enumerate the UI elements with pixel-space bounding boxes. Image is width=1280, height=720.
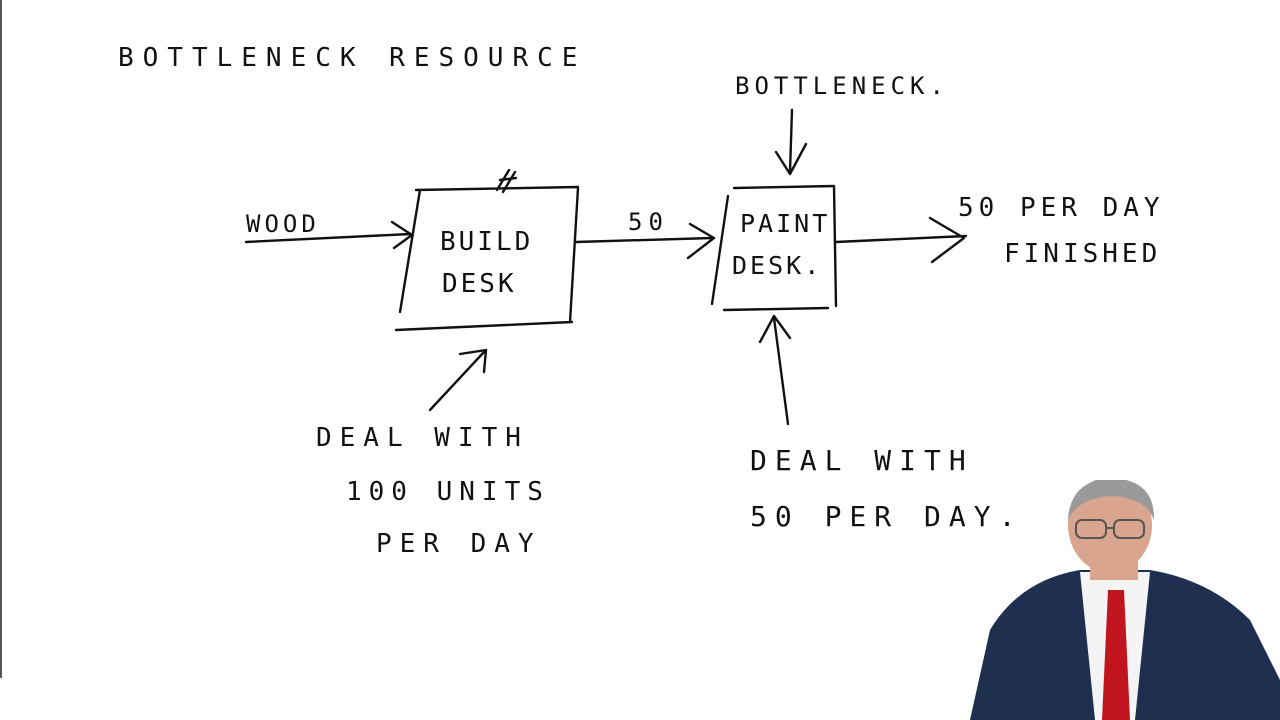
build-note-line2: 100 UNITS	[346, 477, 550, 507]
wood-label: WOOD	[246, 210, 320, 238]
build-note-line3: PER DAY	[376, 529, 542, 559]
paint-note-line1: DEAL WITH	[750, 444, 974, 477]
paint-note-arrow	[758, 314, 792, 426]
bottleneck-arrow	[774, 108, 808, 176]
paint-note-line2: 50 PER DAY.	[750, 500, 1023, 533]
build-note-line1: DEAL WITH	[316, 423, 529, 453]
flow-arrow	[574, 222, 716, 260]
build-desk-line2: DESK	[442, 269, 517, 299]
output-arrow	[834, 216, 968, 264]
presenter-head	[1068, 480, 1152, 573]
presenter-hair	[1068, 480, 1155, 520]
build-desk-line1: BUILD	[440, 227, 533, 257]
paint-desk-box	[710, 184, 838, 312]
build-note-arrow	[428, 348, 488, 412]
bottleneck-label: BOTTLENECK.	[735, 72, 949, 100]
presenter-image	[970, 480, 1280, 720]
paint-desk-line2: DESK.	[732, 251, 822, 280]
output-line1: 50 PER DAY	[958, 193, 1165, 223]
build-desk-box	[394, 185, 580, 332]
flow-label: 50	[628, 208, 669, 236]
diagram-title: BOTTLENECK RESOURCE	[118, 43, 586, 73]
build-desk-mark	[495, 168, 518, 194]
presenter-tie	[1102, 590, 1130, 720]
frame-edge	[0, 0, 2, 678]
paint-desk-line1: PAINT	[740, 209, 830, 238]
output-line2: FINISHED	[1004, 239, 1161, 269]
